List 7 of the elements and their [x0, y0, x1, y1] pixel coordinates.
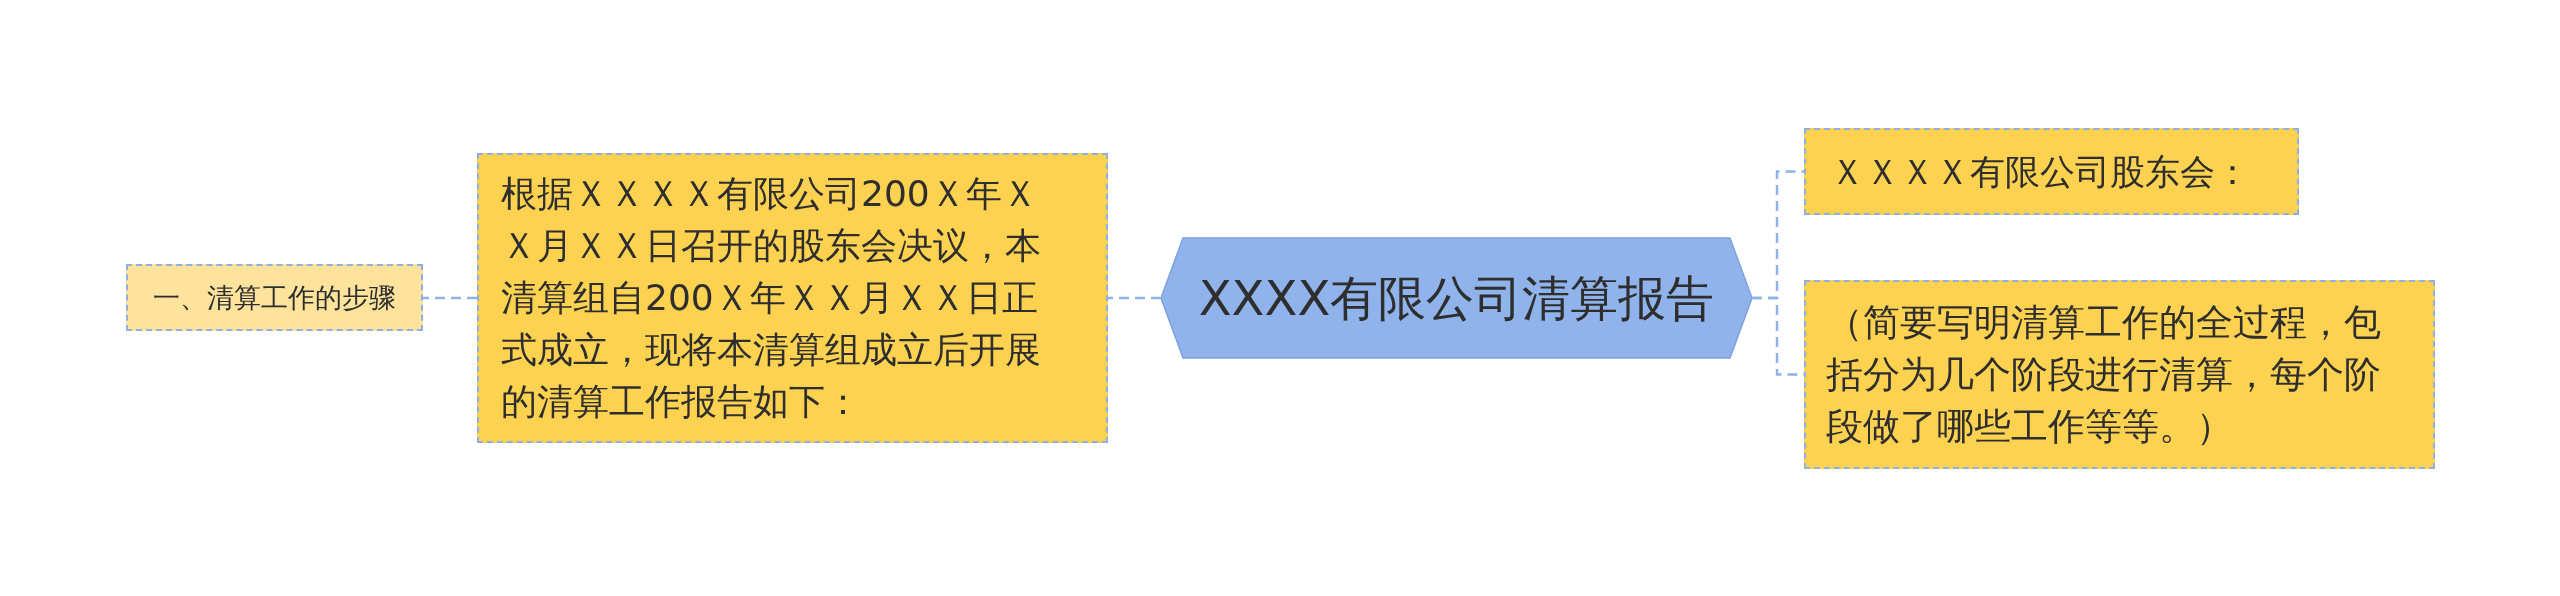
connector-line: [1108, 296, 1161, 300]
topic-card: ＸＸＸＸ有限公司股东会：: [1804, 128, 2299, 215]
topic-card: 根据ＸＸＸＸ有限公司200Ｘ年ＸＸ月ＸＸ日召开的股东会决议，本清算组自200Ｘ年ＸＸ月ＸＸ日正式成立，现将本清算组成立后开展的清算工作报告如下：: [477, 153, 1108, 443]
connector-line: [423, 296, 477, 300]
central-topic: XXXX有限公司清算报告: [1161, 237, 1752, 359]
subtopic-card: 一、清算工作的步骤: [126, 264, 423, 331]
topic-card: （简要写明清算工作的全过程，包括分为几个阶段进行清算，每个阶段做了哪些工作等等。）: [1804, 280, 2435, 469]
